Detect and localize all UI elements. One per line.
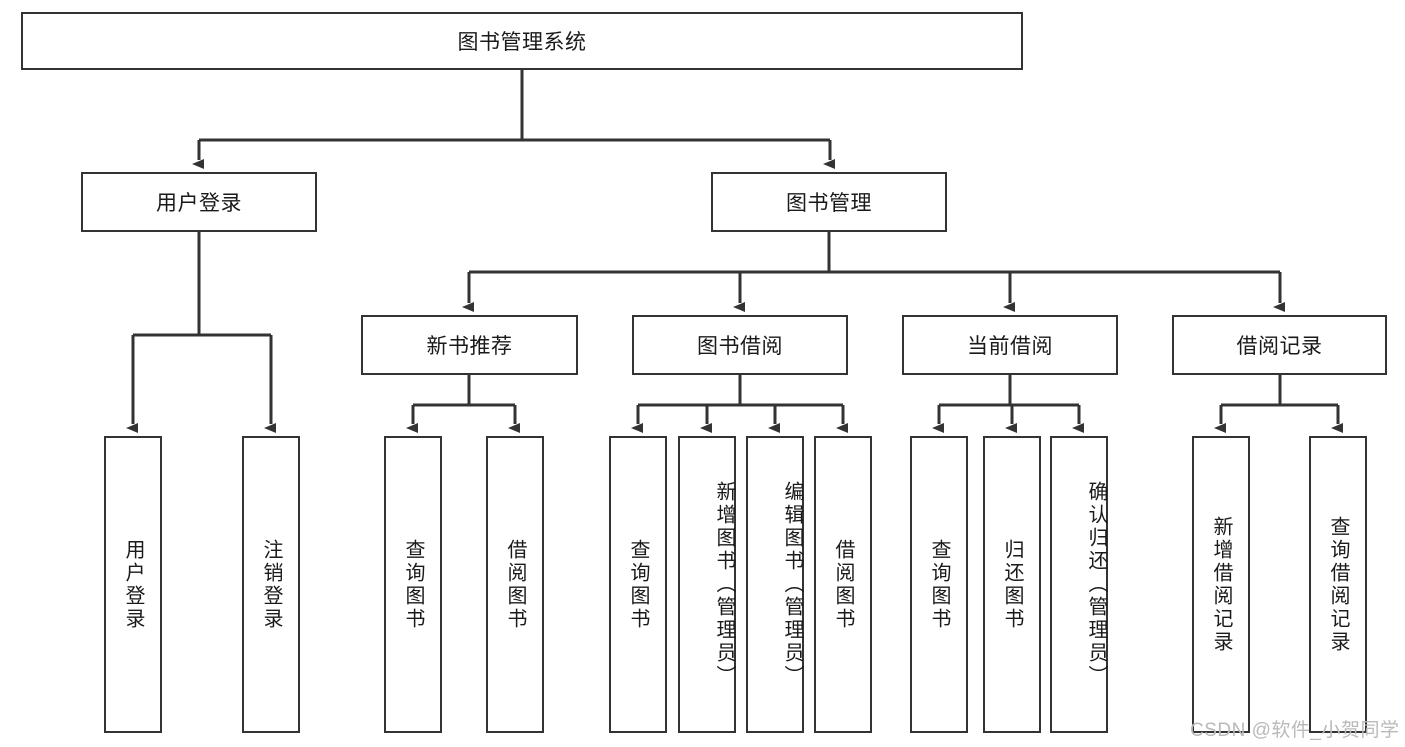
node-book-borrow[interactable]: 图书借阅 xyxy=(632,315,848,375)
node-new-book-recommend-label: 新书推荐 xyxy=(426,335,513,358)
leaf-add-book-admin-label: 新增图书（管理员） xyxy=(713,481,735,688)
leaf-query-book-borrow[interactable]: 查询图书 xyxy=(609,436,667,733)
leaf-user-login-label: 用户登录 xyxy=(122,538,144,631)
leaf-edit-book-admin-label: 编辑图书（管理员） xyxy=(781,481,803,688)
leaf-query-book-recommend[interactable]: 查询图书 xyxy=(384,436,442,733)
node-borrow-record[interactable]: 借阅记录 xyxy=(1172,315,1387,375)
node-current-borrow[interactable]: 当前借阅 xyxy=(902,315,1118,375)
leaf-return-book-label: 归还图书 xyxy=(1001,538,1023,631)
leaf-borrow-book[interactable]: 借阅图书 xyxy=(814,436,872,733)
leaf-query-book-recommend-label: 查询图书 xyxy=(402,538,424,631)
node-current-borrow-label: 当前借阅 xyxy=(967,335,1053,358)
node-user-login[interactable]: 用户登录 xyxy=(81,172,317,232)
leaf-logout-label: 注销登录 xyxy=(260,538,282,631)
leaf-query-borrow-record-label: 查询借阅记录 xyxy=(1327,515,1349,654)
node-root-label: 图书管理系统 xyxy=(457,31,587,54)
leaf-return-book[interactable]: 归还图书 xyxy=(983,436,1041,733)
leaf-user-login[interactable]: 用户登录 xyxy=(104,436,162,733)
node-root[interactable]: 图书管理系统 xyxy=(21,12,1023,70)
leaf-confirm-return-admin-label: 确认归还（管理员） xyxy=(1085,481,1107,688)
node-book-manage[interactable]: 图书管理 xyxy=(711,172,947,232)
leaf-add-borrow-record[interactable]: 新增借阅记录 xyxy=(1192,436,1250,733)
leaf-confirm-return-admin[interactable]: 确认归还（管理员） xyxy=(1050,436,1108,733)
leaf-add-book-admin[interactable]: 新增图书（管理员） xyxy=(678,436,736,733)
leaf-borrow-book-label: 借阅图书 xyxy=(832,538,854,631)
leaf-logout[interactable]: 注销登录 xyxy=(242,436,300,733)
watermark: CSDN @软件_小贺同学 xyxy=(1190,720,1400,741)
node-book-manage-label: 图书管理 xyxy=(786,192,872,215)
node-new-book-recommend[interactable]: 新书推荐 xyxy=(361,315,578,375)
leaf-query-book-borrow-label: 查询图书 xyxy=(627,538,649,631)
leaf-add-borrow-record-label: 新增借阅记录 xyxy=(1210,515,1232,654)
leaf-edit-book-admin[interactable]: 编辑图书（管理员） xyxy=(746,436,804,733)
leaf-query-book-current-label: 查询图书 xyxy=(928,538,950,631)
leaf-borrow-book-recommend[interactable]: 借阅图书 xyxy=(486,436,544,733)
leaf-query-book-current[interactable]: 查询图书 xyxy=(910,436,968,733)
node-user-login-label: 用户登录 xyxy=(156,192,242,215)
node-book-borrow-label: 图书借阅 xyxy=(697,335,783,358)
leaf-borrow-book-recommend-label: 借阅图书 xyxy=(504,538,526,631)
leaf-query-borrow-record[interactable]: 查询借阅记录 xyxy=(1309,436,1367,733)
node-borrow-record-label: 借阅记录 xyxy=(1236,335,1323,358)
